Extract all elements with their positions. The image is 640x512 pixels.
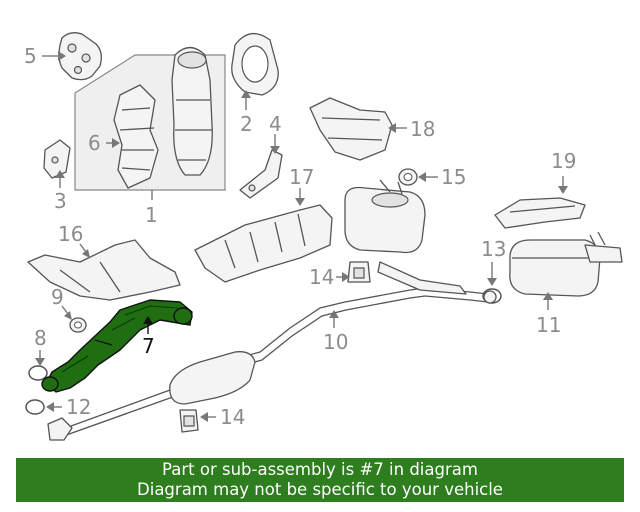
part-9-grommet[interactable] (69, 317, 87, 333)
part-10-center-pipe[interactable] (57, 261, 497, 439)
part-7-front-pipe-highlighted[interactable] (41, 299, 193, 393)
label-7: 7 (142, 334, 155, 358)
part-12-gasket[interactable] (25, 399, 45, 415)
part-2-gasket[interactable] (231, 33, 279, 96)
label-12: 12 (66, 395, 91, 419)
part-8-gasket[interactable] (28, 365, 48, 381)
label-3: 3 (54, 189, 67, 213)
label-16: 16 (58, 222, 83, 246)
label-6: 6 (88, 131, 101, 155)
label-14-lower: 14 (220, 405, 245, 429)
part-16-heat-shield[interactable] (27, 239, 181, 301)
label-11: 11 (536, 313, 561, 337)
banner-line-1: Part or sub-assembly is #7 in diagram (162, 460, 478, 479)
part-15-rubber-mount[interactable] (398, 168, 418, 186)
front-pipe-flange (47, 417, 73, 441)
part-6-heat-shield[interactable] (113, 84, 159, 189)
label-19: 19 (551, 149, 576, 173)
part-14-rubber-mount-upper[interactable] (347, 261, 371, 283)
part-19-heat-shield[interactable] (494, 197, 586, 229)
label-4: 4 (269, 112, 282, 136)
part-4-bracket[interactable] (239, 149, 283, 199)
leader-lines (35, 51, 568, 422)
resonator[interactable] (344, 179, 426, 254)
label-13: 13 (481, 237, 506, 261)
label-8: 8 (34, 326, 47, 350)
part-17-heat-shield[interactable] (194, 204, 333, 283)
label-14-upper: 14 (309, 265, 334, 289)
label-2: 2 (240, 112, 253, 136)
label-10: 10 (323, 330, 348, 354)
label-1: 1 (145, 203, 158, 227)
info-banner: Part or sub-assembly is #7 in diagram Di… (16, 458, 624, 502)
catalytic-converter[interactable] (171, 46, 213, 176)
part-5-manifold-flange[interactable] (58, 32, 102, 81)
part-14-rubber-mount-lower[interactable] (179, 409, 199, 433)
label-17: 17 (289, 165, 314, 189)
part-11-muffler[interactable] (509, 231, 623, 297)
label-18: 18 (410, 117, 435, 141)
label-15: 15 (441, 165, 466, 189)
part-18-heat-shield[interactable] (309, 97, 393, 161)
label-9: 9 (51, 285, 64, 309)
banner-line-2: Diagram may not be specific to your vehi… (137, 480, 503, 499)
label-5: 5 (24, 44, 37, 68)
part-3-bracket[interactable] (43, 139, 71, 179)
